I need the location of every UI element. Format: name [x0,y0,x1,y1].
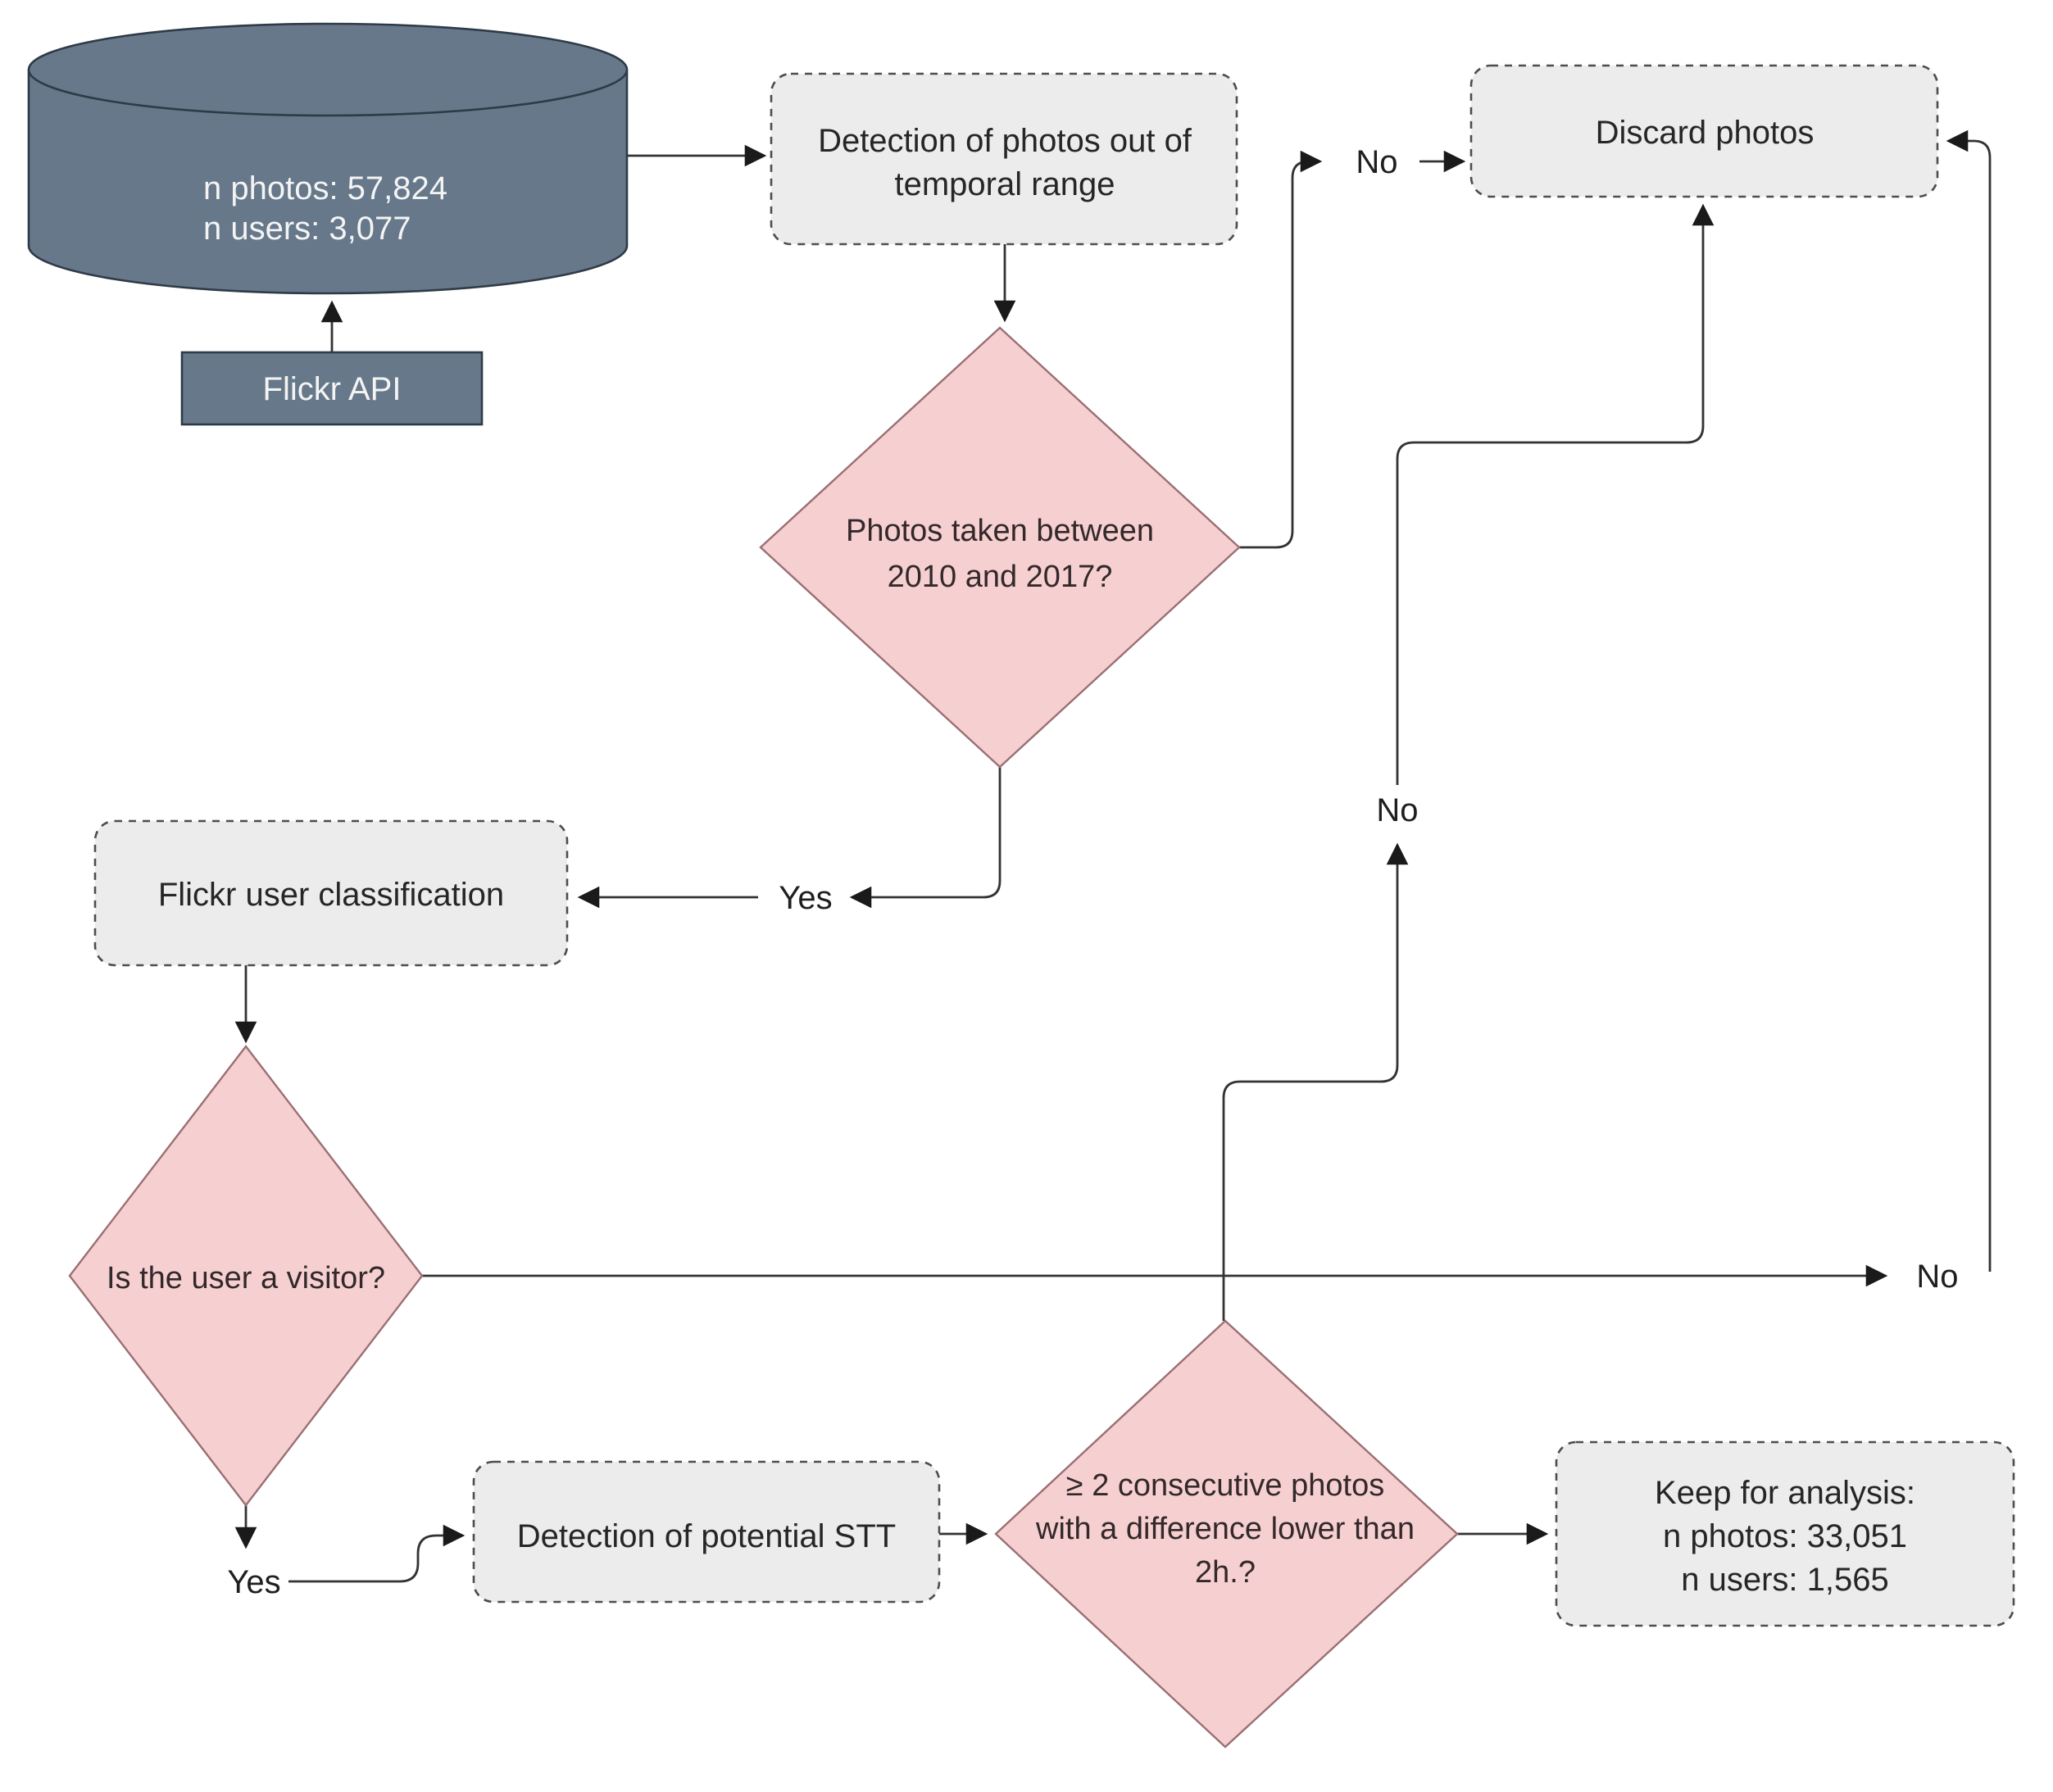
database-users-count: n users: 3,077 [203,211,411,247]
temporal-range-decision: Photos taken between 2010 and 2017? [759,326,1241,769]
edge-labels: No Yes No Yes No [227,144,1958,1600]
no-label-visitor: No [1916,1259,1958,1295]
yes-label-visitor: Yes [227,1564,280,1600]
database-photos-count: n photos: 57,824 [203,170,447,206]
edge-temporal-yes-a [849,767,1002,909]
edge-consecutive-no-b [1396,203,1715,785]
stt-detection-node: Detection of potential STT [472,1460,941,1604]
database-body [27,70,629,295]
consecutive-photos-label-2: with a difference lower than [1035,1512,1415,1546]
keep-label-1: Keep for analysis: [1655,1475,1915,1511]
edge-visitor-no-b [1946,129,1992,1272]
visitor-decision: Is the user a visitor? [68,1045,424,1507]
temporal-range-label-1: Photos taken between [846,514,1154,548]
database-top [27,22,629,117]
temporal-range-label-2: 2010 and 2017? [888,560,1113,594]
keep-for-analysis-box [1555,1440,2015,1627]
edges [234,129,1992,1583]
visitor-diamond [68,1045,424,1507]
discard-photos-label: Discard photos [1596,115,1815,151]
stt-detection-label: Detection of potential STT [517,1518,896,1554]
temporal-detection-node: Detection of photos out of temporal rang… [770,72,1238,246]
flickr-api-box [180,351,484,426]
keep-for-analysis-node: Keep for analysis: n photos: 33,051 n us… [1555,1440,2015,1627]
discard-photos-node: Discard photos [1469,64,1939,198]
classification-box [93,819,569,967]
temporal-detection-label-2: temporal range [894,166,1115,202]
edge-temporal-no-a [1239,150,1323,549]
keep-label-3: n users: 1,565 [1681,1562,1889,1598]
discard-photos-box [1469,64,1939,198]
edge-consecutive-no-a [1222,842,1409,1321]
database-cylinder: n photos: 57,824 n users: 3,077 [27,22,629,295]
consecutive-photos-label-1: ≥ 2 consecutive photos [1066,1468,1384,1503]
classification-label: Flickr user classification [158,877,504,913]
keep-label-2: n photos: 33,051 [1663,1518,1907,1554]
visitor-label: Is the user a visitor? [107,1261,385,1295]
flickr-api-node: Flickr API [180,351,484,426]
temporal-detection-box [770,72,1238,246]
stt-detection-box [472,1460,941,1604]
temporal-detection-label-1: Detection of photos out of [818,123,1192,159]
temporal-range-diamond [759,326,1241,769]
edge-visitor-yes-b [288,1524,466,1583]
consecutive-photos-diamond [994,1319,1459,1749]
consecutive-photos-decision: ≥ 2 consecutive photos with a difference… [994,1319,1459,1749]
yes-label-temporal: Yes [779,880,832,916]
consecutive-photos-label-3: 2h.? [1195,1555,1256,1590]
no-label-temporal: No [1356,144,1397,180]
flickr-api-label: Flickr API [263,371,402,407]
no-label-consecutive: No [1376,792,1418,828]
classification-node: Flickr user classification [93,819,569,967]
